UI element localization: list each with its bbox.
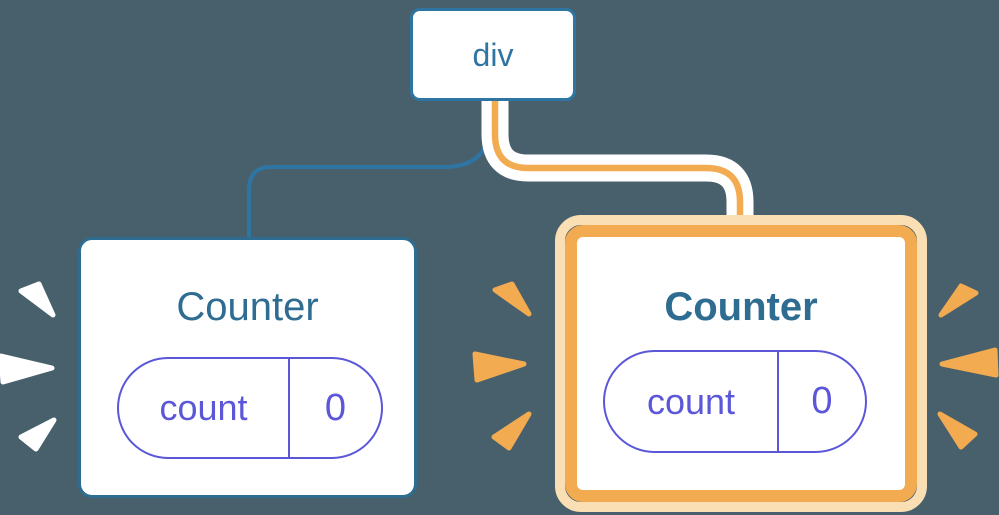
state-value: 0 xyxy=(324,386,347,429)
sparkle-right-card-right-middle-icon xyxy=(939,347,999,378)
edge-to-right-counter-casing xyxy=(481,99,754,218)
edge-to-left-counter xyxy=(247,101,493,239)
counter-card-left: Counter count 0 xyxy=(78,237,417,498)
counter-title: Counter xyxy=(664,285,818,329)
sparkle-right-card-right-bottom-icon xyxy=(937,411,978,450)
counter-title: Counter xyxy=(176,285,319,329)
sparkle-right-card-left-top-icon xyxy=(492,281,532,317)
sparkle-left-middle-icon xyxy=(0,353,55,385)
counter-card-right-halo: Counter count 0 xyxy=(555,215,927,512)
state-pill: count 0 xyxy=(117,357,383,459)
state-pill: count 0 xyxy=(603,350,867,453)
counter-card-right: Counter count 0 xyxy=(565,225,917,502)
state-key: count xyxy=(605,352,779,451)
edge-to-right-counter xyxy=(491,99,744,218)
sparkle-right-card-left-middle-icon xyxy=(472,351,527,383)
root-div-node: div xyxy=(410,8,576,101)
state-value: 0 xyxy=(811,380,833,422)
sparkle-right-card-left-bottom-icon xyxy=(491,411,532,451)
state-key: count xyxy=(119,359,290,457)
sparkle-right-card-right-top-icon xyxy=(938,283,979,318)
sparkle-left-bottom-icon xyxy=(18,417,57,452)
root-div-label: div xyxy=(472,36,514,73)
sparkle-left-top-icon xyxy=(18,281,56,318)
